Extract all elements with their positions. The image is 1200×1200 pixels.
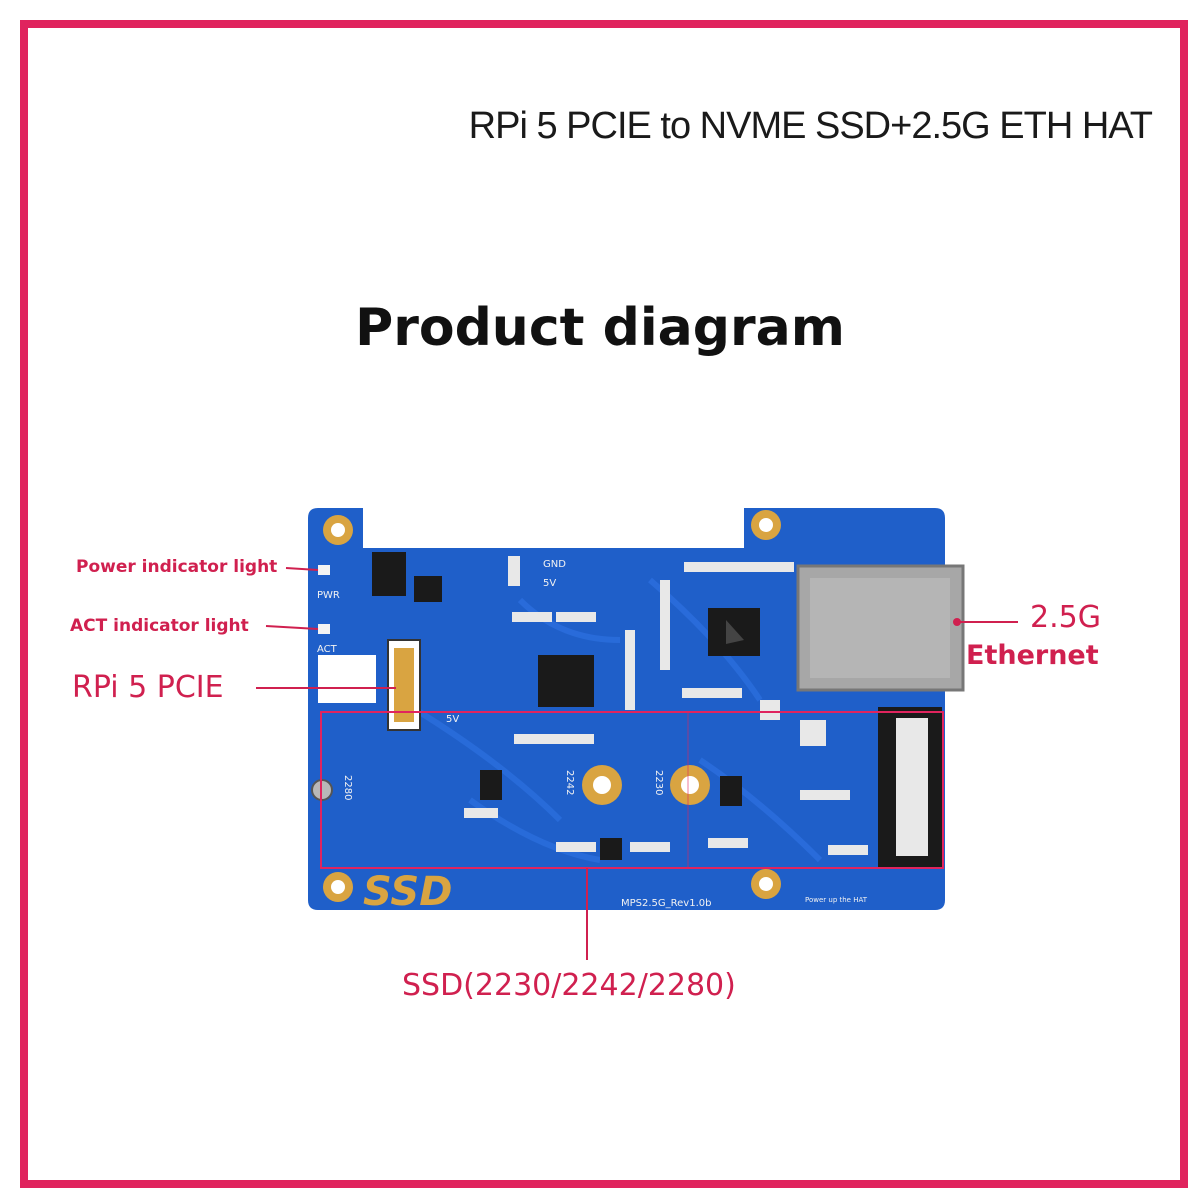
- silk-2242: 2242: [564, 770, 575, 795]
- callout-ethernet: Ethernet: [966, 640, 1099, 671]
- silk-gnd: GND: [543, 559, 566, 570]
- silk-ssd: SSD: [363, 869, 452, 915]
- callout-power-indicator: Power indicator light: [76, 557, 278, 577]
- silk-note: Power up the HAT: [805, 896, 868, 904]
- silk-act: ACT: [317, 644, 338, 655]
- fpc-cutout: [318, 655, 376, 703]
- mounting-holes: [311, 510, 781, 902]
- act-leader: [265, 625, 319, 630]
- silk-2280: 2280: [342, 775, 353, 800]
- pcie-switch-chip: [538, 655, 594, 707]
- pwr-led: [318, 565, 330, 575]
- product-title: RPi 5 PCIE to NVME SSD+2.5G ETH HAT: [468, 105, 1153, 147]
- callout-lines: [256, 567, 1018, 960]
- callout-eth-speed: 2.5G: [1030, 600, 1101, 635]
- eth-leader-dot: [953, 618, 961, 626]
- ssd-region-outline: [320, 711, 944, 869]
- act-led: [318, 624, 330, 634]
- image-frame: [20, 20, 1188, 1188]
- silk-2230: 2230: [653, 770, 664, 795]
- silk-pwr: PWR: [317, 590, 340, 601]
- silk-5v: 5V: [543, 578, 556, 589]
- power-leader: [285, 567, 319, 571]
- silk-revision: MPS2.5G_Rev1.0b: [621, 898, 711, 909]
- smd-components: [372, 552, 868, 860]
- callout-act-indicator: ACT indicator light: [70, 616, 249, 636]
- diagram-heading: Product diagram: [355, 298, 845, 358]
- callout-rpi-pcie: RPi 5 PCIE: [72, 670, 224, 705]
- callout-ssd-sizes: SSD(2230/2242/2280): [402, 968, 736, 1003]
- silk-5v-b: 5V: [446, 714, 459, 725]
